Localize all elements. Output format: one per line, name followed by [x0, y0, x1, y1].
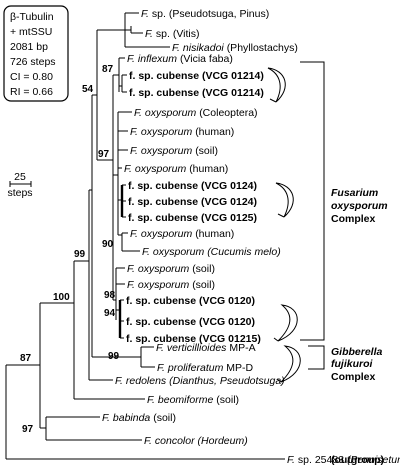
taxon-label-11: f. sp. cubense (VCG 0124): [128, 180, 257, 192]
taxon-label-3: F. nisikadoi (Phyllostachys): [172, 42, 298, 54]
taxon-label-20: f. sp. cubense (VCG 01215): [126, 333, 261, 345]
scale-unit: steps: [7, 187, 32, 199]
taxon-label-23: F. redolens (Dianthus, Pseudotsuga): [115, 375, 285, 387]
info-line-5: CI = 0.80: [10, 71, 53, 83]
taxon-label-12: f. sp. cubense (VCG 0124): [128, 196, 257, 208]
scale-value: 25: [14, 171, 26, 183]
banana-marker-icon: [273, 304, 298, 342]
outgroup-label: (outgroup): [331, 454, 384, 466]
taxon-label-25: F. babinda (soil): [102, 412, 176, 424]
taxon-label-26: F. concolor (Hordeum): [144, 435, 248, 447]
support-94: 94: [104, 308, 116, 319]
support-97b: 97: [22, 424, 34, 435]
fujikuroi-complex-species: fujikuroi: [331, 358, 373, 370]
taxon-label-7: F. oxysporum (Coleoptera): [134, 107, 258, 119]
banana-marker-icon: [267, 67, 286, 103]
taxon-label-6: f. sp. cubense (VCG 01214): [129, 87, 264, 99]
fujikuroi-complex-genus: Gibberella: [331, 346, 383, 358]
oxysporum-complex-genus: Fusarium: [331, 187, 378, 199]
support-98: 98: [104, 290, 116, 301]
tree-branches: [5, 12, 285, 460]
taxon-label-2: F. sp. (Vitis): [145, 28, 199, 40]
support-87b: 87: [20, 353, 32, 364]
taxon-label-16: F. oxysporum (soil): [127, 263, 215, 275]
taxon-label-9: F. oxysporum (soil): [130, 145, 218, 157]
support-values: 87 54 97 90 99 98 94 100 99 87 97: [20, 64, 120, 435]
taxon-label-1: F. sp. (Pseudotsuga, Pinus): [141, 8, 269, 20]
oxysporum-complex-bracket: [300, 61, 325, 341]
taxon-label-18: f. sp. cubense (VCG 0120): [126, 295, 255, 307]
fujikuroi-complex-bracket: [308, 345, 325, 370]
support-99b: 99: [108, 351, 120, 362]
taxon-label-4: F. inflexum (Vicia faba): [127, 53, 233, 65]
complex-labels: Fusarium oxysporum Complex Gibberella fu…: [331, 187, 388, 466]
support-99a: 99: [74, 249, 86, 260]
support-97a: 97: [98, 149, 110, 160]
info-line-4: 726 steps: [10, 56, 56, 68]
banana-marker-icon: [276, 345, 301, 383]
taxon-label-22: F. proliferatum MP-D: [157, 362, 254, 374]
taxon-labels: F. sp. (Pseudotsuga, Pinus) F. sp. (Viti…: [102, 8, 400, 466]
banana-marker-icon: [275, 182, 294, 218]
info-line-6: RI = 0.66: [10, 86, 53, 98]
fujikuroi-complex-word: Complex: [331, 371, 376, 383]
taxon-label-14: F. oxysporum (human): [130, 228, 234, 240]
scale-bar: 25 steps: [7, 171, 32, 199]
taxon-label-5: f. sp. cubense (VCG 01214): [129, 70, 264, 82]
info-line-3: 2081 bp: [10, 41, 48, 53]
taxon-label-13: f. sp. cubense (VCG 0125): [128, 212, 257, 224]
support-87a: 87: [102, 64, 114, 75]
taxon-label-27: F. sp. 25483 (Pennisetum): [287, 454, 400, 466]
support-90: 90: [102, 239, 114, 250]
info-line-1: β-Tubulin: [10, 11, 54, 23]
taxon-label-15: F. oxysporum (Cucumis melo): [142, 246, 281, 258]
taxon-label-10: F. oxysporum (human): [124, 163, 228, 175]
taxon-label-8: F. oxysporum (human): [130, 126, 234, 138]
taxon-label-19: f. sp. cubense (VCG 0120): [126, 316, 255, 328]
statistics-box: β-Tubulin + mtSSU 2081 bp 726 steps CI =…: [3, 5, 69, 102]
support-100: 100: [53, 292, 70, 303]
taxon-label-24: F. beomiforme (soil): [147, 394, 239, 406]
taxon-label-21: F. verticillioides MP-A: [156, 342, 256, 354]
support-54: 54: [82, 84, 94, 95]
oxysporum-complex-species: oxysporum: [331, 200, 388, 212]
info-line-2: + mtSSU: [10, 26, 52, 38]
clade-marker-icons: [267, 67, 301, 383]
taxon-label-17: F. oxysporum (soil): [127, 279, 215, 291]
complex-brackets: [300, 61, 325, 370]
oxysporum-complex-word: Complex: [331, 213, 376, 225]
